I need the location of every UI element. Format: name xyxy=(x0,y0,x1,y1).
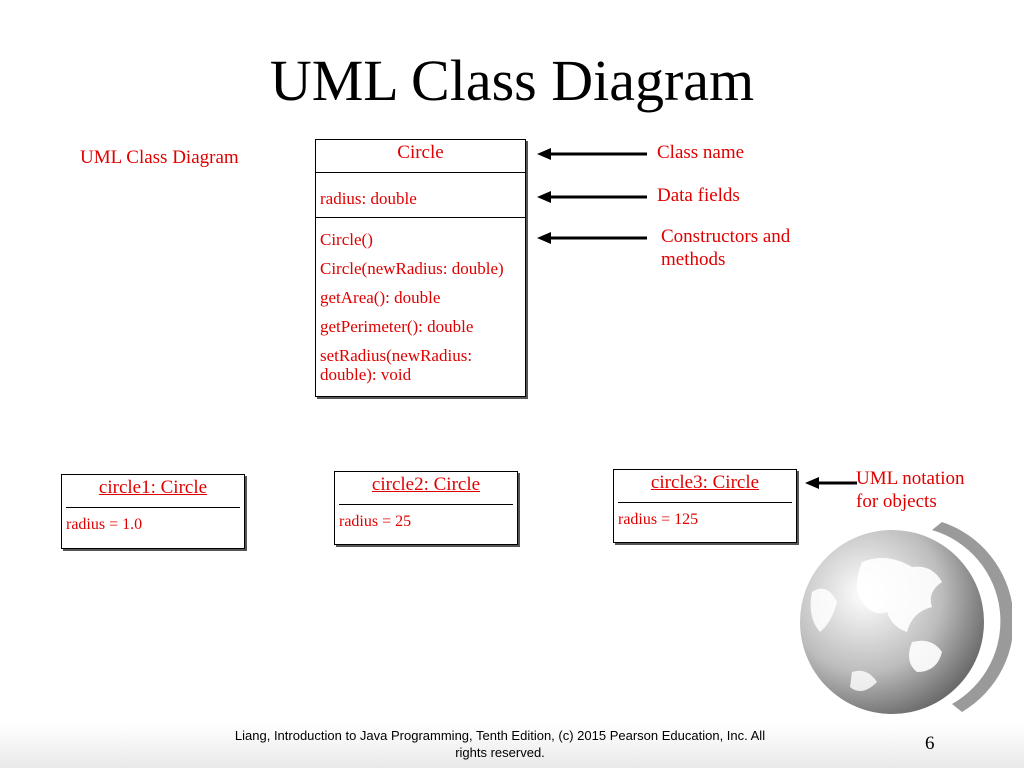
method: double): void xyxy=(320,365,412,384)
callout-line: for objects xyxy=(856,491,937,512)
callout-line: methods xyxy=(661,249,726,270)
callout-line: Constructors and xyxy=(661,226,791,247)
globe-icon xyxy=(800,522,1012,714)
object-box: circle3: Circle radius = 125 xyxy=(613,469,797,543)
callout-constructors: Constructors and methods xyxy=(661,225,790,271)
arrow-icon xyxy=(805,477,857,489)
method: setRadius(newRadius: xyxy=(320,346,473,365)
callout-uml-notation: UML notation for objects xyxy=(856,467,965,513)
footer-citation: Liang, Introduction to Java Programming,… xyxy=(200,727,800,761)
method: getArea(): double xyxy=(320,288,441,307)
object-value: radius = 25 xyxy=(339,513,412,530)
data-fields-compartment: radius: double xyxy=(316,173,525,218)
uml-class-box: Circle radius: double Circle() Circle(ne… xyxy=(315,139,526,397)
object-value: radius = 1.0 xyxy=(66,516,143,533)
method: getPerimeter(): double xyxy=(320,317,474,336)
object-name: circle2: Circle xyxy=(339,472,513,505)
arrow-icon xyxy=(537,148,647,244)
slide-title: UML Class Diagram xyxy=(269,48,755,113)
page-number: 6 xyxy=(925,733,935,754)
side-label: UML Class Diagram xyxy=(80,147,239,168)
object-value: radius = 125 xyxy=(618,511,699,528)
object-name: circle3: Circle xyxy=(618,470,792,503)
method: Circle() xyxy=(320,230,373,249)
class-name-compartment: Circle xyxy=(316,140,525,173)
methods-compartment: Circle() Circle(newRadius: double) getAr… xyxy=(316,218,525,384)
footer-line: Liang, Introduction to Java Programming,… xyxy=(234,728,766,743)
method: Circle(newRadius: double) xyxy=(320,259,504,278)
object-name: circle1: Circle xyxy=(66,475,240,508)
footer-band xyxy=(0,724,1024,768)
footer-line: rights reserved. xyxy=(455,745,545,760)
callout-class-name: Class name xyxy=(657,142,745,163)
object-box: circle1: Circle radius = 1.0 xyxy=(61,474,245,549)
object-box: circle2: Circle radius = 25 xyxy=(334,471,518,545)
callout-line: UML notation xyxy=(856,468,965,489)
data-field: radius: double xyxy=(320,189,417,208)
callout-data-fields: Data fields xyxy=(657,185,740,206)
